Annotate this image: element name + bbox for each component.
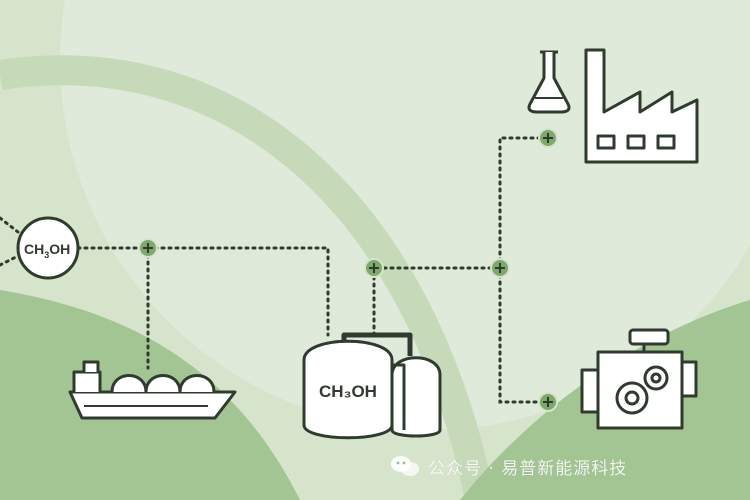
watermark: 公众号 · 易普新能源科技 [390, 452, 627, 480]
connector-to-factory [498, 136, 550, 270]
connector-tank-to-junction [372, 266, 502, 337]
plus-node-icon [138, 238, 158, 258]
lng-ship-icon [68, 360, 237, 420]
flask-icon [527, 50, 571, 114]
tank-label: CH₃OH [319, 382, 377, 401]
plus-node-icon [538, 128, 558, 148]
plus-node-icon [538, 392, 558, 412]
background-arc-band [0, 55, 495, 500]
factory-icon [584, 48, 699, 164]
plus-node-icon [490, 258, 510, 278]
junction-nodes [138, 128, 558, 412]
wechat-icon [391, 456, 419, 476]
dotted-connectors [0, 136, 550, 404]
hub-label: CH3OH [24, 241, 70, 260]
connector-left-lower [0, 254, 20, 267]
watermark-text: 公众号 · 易普新能源科技 [428, 458, 628, 479]
plus-node-icon [364, 258, 384, 278]
methanol-circle-icon: CH3OH [16, 216, 80, 280]
connector-to-engine [498, 266, 550, 404]
methanol-storage-tank-icon [302, 332, 442, 440]
engine-gear-icon [580, 328, 698, 430]
connector-hub-to-tank [76, 246, 330, 337]
